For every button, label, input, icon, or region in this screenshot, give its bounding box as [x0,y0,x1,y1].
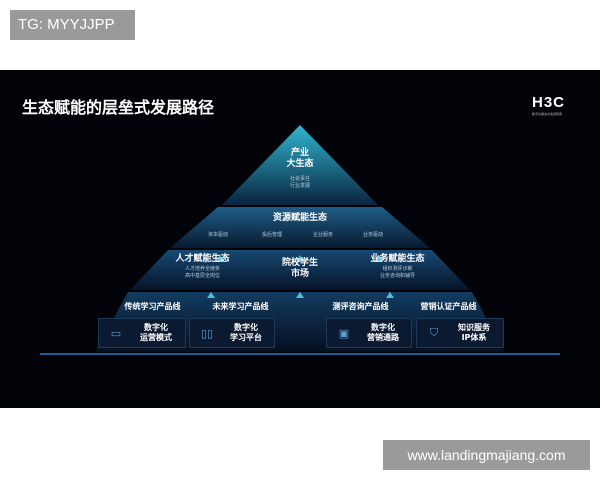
shield-p-icon: ⛉ [429,326,439,339]
tier3-right-sub1: 组织测评诊断 [382,266,413,272]
arrow-icon [386,292,394,298]
product-card-label: 数字化营销通路 [355,323,411,343]
tier1-sub: 社会责任 行业发展 [270,176,330,190]
product-line-header: 营销认证产品线 [420,302,477,311]
tier1-title-line1: 产业 [290,148,309,158]
product-card-line1: 数字化 [144,323,168,332]
product-line-header: 传统学习产品线 [124,302,181,311]
tier1-title: 产业 大生态 [270,148,330,170]
watermark-top: TG: MYYJJPP [10,10,135,40]
slide-title: 生态赋能的层垒式发展路径 [22,98,215,117]
product-line-header: 测评咨询产品线 [332,302,389,311]
tier3-right-sub: 组织测评诊断 业务咨询和辅导 [355,266,440,280]
tier2-item: 资本驱动 [207,232,228,238]
tier3-center-line2: 市场 [290,269,309,279]
product-card-label: 数字化学习平台 [218,323,274,343]
product-card: ▭ 数字化运营模式 [98,318,186,348]
pyramid-graphic [40,125,560,355]
product-card: ▯▯ 数字化学习平台 [189,318,275,348]
tier2-item: 投后管理 [261,232,282,238]
logo-tagline: 数字化解决方案领导者 [532,112,563,116]
arrow-icon [207,292,215,298]
tier1-sub1: 社会责任 [289,176,310,182]
tier3-shape [130,250,470,290]
arrow-icon [216,255,224,262]
tier3-left-sub2: 高中基层全岗位 [184,273,220,279]
product-card-line1: 数字化 [234,323,258,332]
product-card-line1: 知识服务 [458,323,490,332]
arrow-icon [296,292,304,298]
product-card: ▣ 数字化营销通路 [326,318,412,348]
screen-icon: ▣ [338,326,350,340]
book-icon: ▯▯ [200,326,214,340]
base-glow [40,353,560,355]
tier3-left-title: 人才赋能生态 [175,254,230,264]
product-line-header: 未来学习产品线 [212,302,269,311]
tier3-left-sub1: 人才培养全链条 [184,266,220,272]
tier2-item: 业务驱动 [362,232,383,238]
tier3-center-line1: 院校学生 [281,258,318,268]
tier2-item: 企业服务 [312,232,333,238]
tier1-shape [222,125,378,205]
product-card-line1: 数字化 [371,323,395,332]
arrow-icon [296,255,304,262]
tier3-right-title: 业务赋能生态 [370,254,425,264]
tier2-shape [170,207,430,248]
tier2-title: 资源赋能生态 [272,213,327,223]
slide: 生态赋能的层垒式发展路径 H3C 数字化解决方案领导者 产业 大生态 社会责任 … [0,70,600,408]
watermark-url: www.landingmajiang.com [383,440,590,470]
tier3-right-sub2: 业务咨询和辅导 [379,273,415,279]
tier3-left-sub: 人才培养全链条 高中基层全岗位 [160,266,245,280]
tier1-sub2: 行业发展 [289,183,310,189]
product-card-line2: 营销通路 [367,333,399,342]
monitor-chart-icon: ▭ [110,326,122,340]
tier3-center-title: 院校学生 市场 [265,258,335,280]
product-card-line2: 运营模式 [140,333,172,342]
h3c-logo: H3C [532,94,566,111]
product-card-label: 数字化运营模式 [127,323,185,343]
product-card-line2: IP体系 [461,333,487,342]
arrow-icon [375,255,383,262]
product-card-line2: 学习平台 [230,333,262,342]
tier1-title-line2: 大生态 [286,159,314,169]
